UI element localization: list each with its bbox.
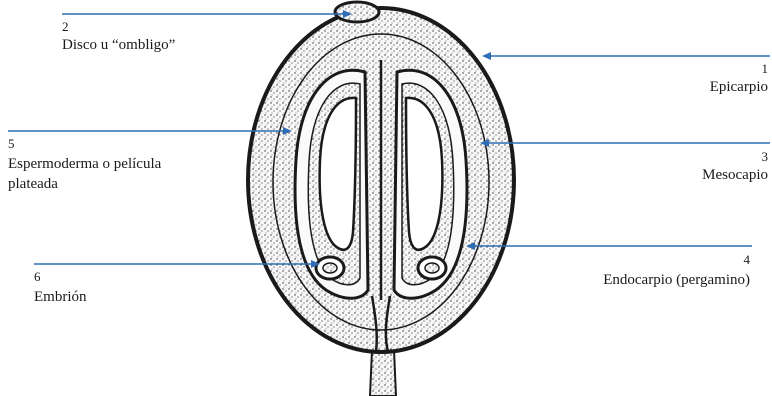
label-espermoderma-text-line2: plateada [8,175,58,194]
label-espermoderma-text-line1: Espermoderma o película [8,155,161,174]
label-espermoderma-number: 5 [8,137,15,151]
stem [370,350,396,396]
label-embrion-text: Embrión [34,288,87,307]
label-epicarpio-text: Epicarpio [710,78,768,97]
label-disco-text: Disco u “ombligo” [62,36,175,55]
arrowhead-epicarpio [482,52,491,60]
disc-navel [335,2,379,22]
right-embryo-core [425,263,439,273]
label-endocarpio-text: Endocarpio (pergamino) [603,271,750,290]
label-epicarpio-number: 1 [762,62,769,76]
label-disco-number: 2 [62,20,69,34]
label-mesocapio-number: 3 [762,150,769,164]
label-embrion-number: 6 [34,270,41,284]
label-mesocapio-text: Mesocapio [702,166,768,185]
label-endocarpio-number: 4 [744,253,751,267]
left-embryo-core [323,263,337,273]
